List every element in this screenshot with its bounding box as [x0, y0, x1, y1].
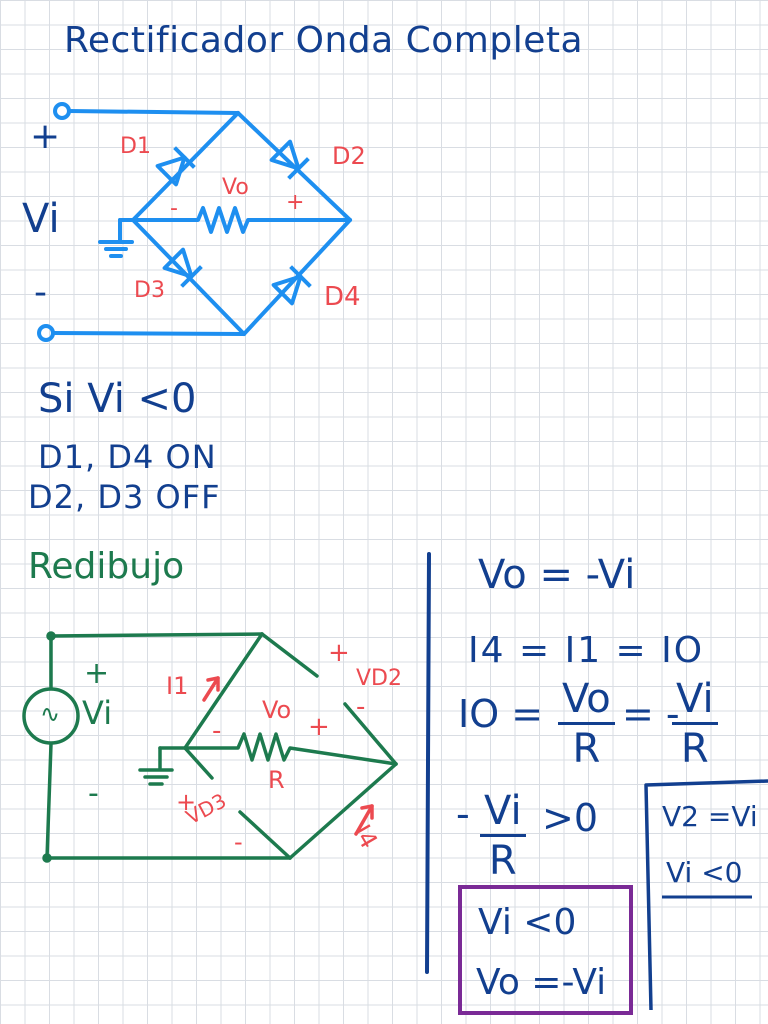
- result-box-purple: [458, 885, 633, 1015]
- diode-d4-icon: [271, 265, 312, 306]
- vo-minus-sign: -: [170, 196, 178, 221]
- vo-plus-sign: +: [286, 190, 305, 215]
- vo-resistor: [131, 206, 352, 234]
- fraction-vi-denominator: R: [680, 726, 709, 772]
- condition-diodes-on: D1, D4 ON: [38, 438, 217, 476]
- fraction-vo-denominator: R: [572, 726, 601, 772]
- inequality-minus-sign: -: [456, 792, 470, 836]
- redraw-heading: Redibujo: [28, 546, 185, 587]
- vo-plus-redraw: +: [308, 712, 330, 742]
- equation-currents: I4 = I1 = IO: [468, 630, 705, 671]
- label-vo: Vo: [222, 175, 249, 200]
- vertical-divider: [425, 552, 431, 974]
- inequality-vi-numerator: Vi: [480, 788, 526, 837]
- label-d1: D1: [120, 134, 151, 159]
- label-d3: D3: [134, 278, 165, 303]
- condition-vi-negative: Si Vi <0: [38, 376, 197, 422]
- fraction-vo-numerator: Vo: [558, 676, 615, 725]
- right-box-vi-negative: Vi <0: [666, 856, 743, 889]
- purple-box-vi-negative: Vi <0: [478, 902, 577, 943]
- current-arrow-i1-icon: [202, 676, 220, 702]
- label-r: R: [268, 766, 285, 794]
- diode-d1-icon: [155, 146, 196, 187]
- current-arrow-i4-icon: [354, 804, 374, 836]
- label-d4: D4: [324, 282, 361, 312]
- condition-diodes-off: D2, D3 OFF: [28, 478, 221, 516]
- input-vi-label: Vi: [22, 196, 60, 242]
- ac-source-icon: [22, 687, 80, 745]
- source-vi-label: Vi: [82, 694, 113, 732]
- equation-vo-vi: Vo = -Vi: [478, 552, 636, 598]
- fraction-vo-over-r: Vo R: [558, 676, 615, 773]
- page-title: Rectificador Onda Completa: [64, 20, 584, 61]
- input-plus-sign: +: [30, 116, 61, 157]
- label-vo-redraw: Vo: [262, 696, 292, 724]
- fraction-neg-vi-over-r: Vi R: [480, 788, 526, 885]
- equation-io-mid: = -: [622, 692, 680, 736]
- purple-box-vo-result: Vo =-Vi: [476, 962, 607, 1003]
- inequality-greater-zero: >0: [542, 796, 599, 840]
- result-box-right: [644, 779, 768, 1011]
- source-wave-symbol: ∿: [40, 700, 61, 728]
- label-d2: D2: [332, 142, 366, 170]
- right-box-v2-vi: V2 =Vi: [662, 800, 758, 833]
- vo-minus-redraw: -: [212, 716, 222, 746]
- label-vd2: VD2: [356, 666, 402, 691]
- label-i1: I1: [166, 672, 189, 700]
- diode-d2-icon: [269, 139, 310, 180]
- fraction-vi-numerator: Vi: [672, 676, 718, 725]
- fraction-vi-over-r: Vi R: [672, 676, 718, 773]
- vo-resistor-redraw: [183, 732, 398, 766]
- vd2-plus-sign: +: [328, 638, 350, 668]
- inequality-r-denominator: R: [488, 838, 517, 884]
- input-minus-sign: -: [34, 272, 47, 313]
- equation-io-lhs: IO =: [458, 692, 544, 736]
- source-minus-sign: -: [88, 776, 99, 811]
- vd3-minus-sign: -: [234, 828, 243, 856]
- vd3-plus-sign: +: [176, 788, 197, 816]
- vd2-minus-sign: -: [356, 692, 366, 722]
- diode-d3-icon: [162, 247, 203, 288]
- source-plus-sign: +: [84, 656, 110, 691]
